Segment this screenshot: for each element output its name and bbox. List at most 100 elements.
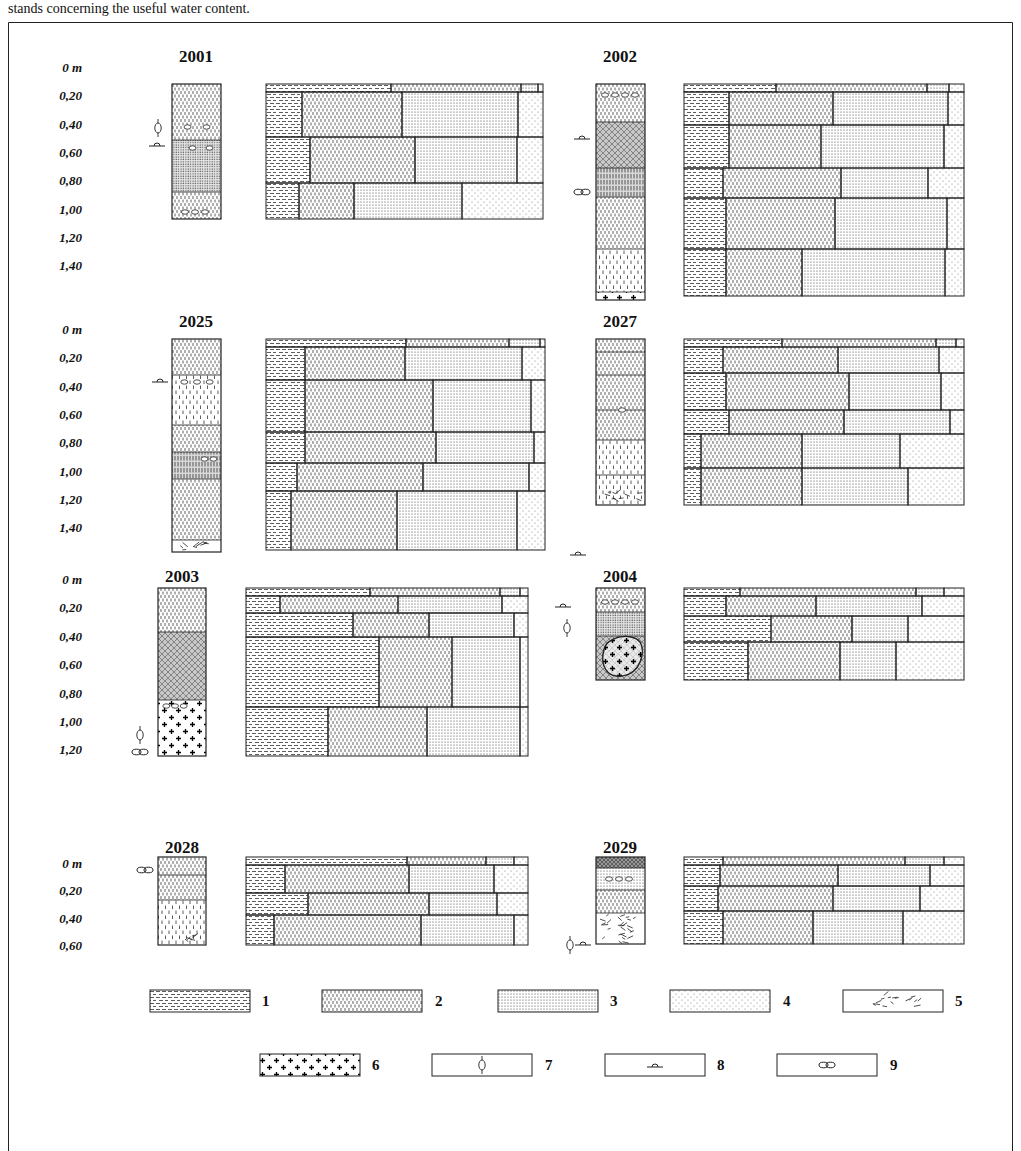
- layer-boundary: [172, 540, 221, 541]
- root-symbol: [155, 123, 161, 133]
- layer-boundary: [158, 900, 206, 901]
- fiber-mark: [620, 934, 626, 937]
- fiber-mark: [619, 498, 624, 499]
- water-content-bar: [729, 410, 844, 434]
- caption-fragment: stands concerning the useful water conte…: [8, 1, 250, 17]
- fiber-mark: [625, 494, 630, 496]
- soil-layer: [596, 168, 645, 197]
- water-table-symbol: [560, 604, 566, 607]
- figure-frame: [9, 23, 1013, 1151]
- water-content-bar: [944, 588, 964, 596]
- soil-layer: [596, 636, 645, 680]
- soil-layer: [596, 249, 645, 292]
- water-content-bar: [502, 596, 528, 613]
- depth-label: 1,40: [38, 520, 82, 536]
- water-content-bar: [397, 491, 517, 550]
- depth-label: 0 m: [38, 322, 82, 338]
- legend-swatch: [605, 1054, 705, 1076]
- layer-boundary: [596, 249, 645, 250]
- legend-swatch: [777, 1054, 877, 1076]
- fiber-mark: [602, 937, 605, 939]
- soil-layer: [596, 375, 645, 410]
- fiber-mark: [895, 997, 899, 999]
- gravel-mark: [210, 457, 217, 461]
- water-content-bar: [684, 373, 726, 410]
- water-content-bar: [684, 347, 723, 373]
- gravel-mark: [622, 600, 629, 604]
- profile-column: [596, 588, 645, 680]
- fiber-mark: [909, 998, 912, 1000]
- water-content-bar: [841, 168, 928, 198]
- layer-boundary: [172, 425, 221, 426]
- water-content-bar: [684, 84, 776, 92]
- water-content-bar: [941, 373, 964, 410]
- water-content-bar: [956, 339, 964, 347]
- water-content-bar: [916, 588, 944, 596]
- water-content-bar: [838, 865, 930, 886]
- layer-boundary: [596, 122, 645, 123]
- water-content-bar: [308, 893, 429, 915]
- water-content-bar: [905, 857, 944, 865]
- gravel-mark: [606, 877, 613, 881]
- legend-number: 3: [610, 993, 618, 1009]
- profile-number: 2029: [580, 839, 660, 857]
- soil-layer: [172, 540, 221, 552]
- legend-number: 9: [890, 1057, 898, 1073]
- layer-boundary: [596, 375, 645, 376]
- soil-layer: [596, 913, 645, 944]
- fiber-mark: [608, 491, 611, 492]
- depth-label: 0,60: [38, 657, 82, 673]
- water-content-bar: [520, 637, 528, 707]
- fiber-mark: [194, 542, 199, 546]
- soil-layer: [596, 868, 645, 890]
- water-content-bar: [354, 183, 462, 219]
- fiber-mark: [193, 546, 197, 547]
- water-content-bar: [930, 865, 964, 886]
- legend-swatch: [843, 990, 943, 1012]
- depth-label: 0,60: [38, 407, 82, 423]
- layer-boundary: [596, 197, 645, 198]
- layer-boundary: [596, 352, 645, 353]
- depth-label: 0,40: [38, 379, 82, 395]
- water-content-bar: [305, 347, 405, 380]
- water-content-bar: [776, 84, 927, 92]
- water-content-bar: [266, 380, 305, 432]
- soil-layer: [158, 857, 206, 875]
- fiber-mark: [884, 991, 889, 995]
- fiber-mark: [622, 937, 625, 939]
- depth-label: 0 m: [38, 856, 82, 872]
- water-content-bar: [813, 911, 903, 944]
- fiber-mark: [891, 1002, 894, 1004]
- water-content-bar: [684, 339, 782, 347]
- rock-block: [603, 636, 642, 676]
- water-table-symbol: [149, 146, 165, 147]
- water-content-bar: [421, 915, 514, 945]
- water-content-bar: [821, 125, 944, 168]
- legend-number: 2: [435, 993, 443, 1009]
- fiber-mark: [621, 927, 626, 930]
- legend-swatch: [260, 1054, 360, 1076]
- water-content-bar: [684, 911, 723, 944]
- water-content-bar: [486, 857, 514, 865]
- fiber-mark: [914, 1005, 921, 1006]
- water-content-bar: [723, 857, 905, 865]
- water-content-bar: [947, 198, 964, 249]
- water-content-bar: [517, 137, 543, 183]
- water-content-bar: [274, 915, 421, 945]
- water-content-bar: [246, 857, 407, 865]
- depth-label: 0,60: [38, 145, 82, 161]
- water-table-symbol: [580, 942, 586, 945]
- fiber-mark: [606, 914, 608, 916]
- water-content-bar: [950, 410, 964, 434]
- water-content-bar: [684, 642, 748, 680]
- water-content-bar: [684, 886, 718, 911]
- fiber-mark: [637, 492, 642, 493]
- layer-boundary: [172, 375, 221, 376]
- soil-layer: [596, 292, 645, 300]
- water-content-bar: [246, 637, 379, 707]
- fiber-mark: [190, 939, 195, 941]
- profile-number: 2004: [580, 568, 660, 586]
- water-content-bar: [266, 137, 310, 183]
- water-content-bar: [684, 168, 723, 198]
- water-content-bar: [517, 491, 545, 550]
